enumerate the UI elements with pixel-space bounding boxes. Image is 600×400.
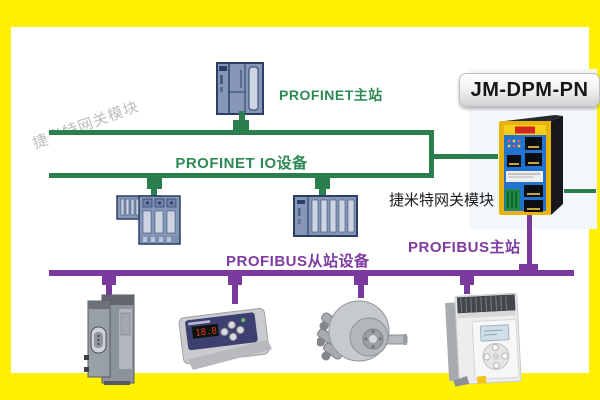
svg-text:18.8: 18.8 <box>195 326 218 339</box>
profinet-master-plc-image <box>216 62 264 115</box>
profibus-drop-1 <box>106 282 112 296</box>
profibus-slave-interface-module-image <box>84 294 135 385</box>
label-profinet-master: PROFINET主站 <box>279 87 383 103</box>
profinet-io-device-1-image <box>116 195 181 245</box>
weighing-indicator-image: 18.8 <box>178 308 272 371</box>
profinet-drop-1 <box>151 185 157 197</box>
profibus-drop-3-foot <box>354 276 368 285</box>
gateway-model-badge: JM-DPM-PN <box>459 73 600 107</box>
profinet-io-box <box>49 130 434 178</box>
label-profibus-master: PROFIBUS主站 <box>408 239 521 256</box>
profibus-drop-2 <box>232 282 238 304</box>
gateway-caption: 捷米特网关模块 <box>389 192 495 209</box>
rotary-encoder-image <box>317 300 408 362</box>
profinet-drop-2 <box>319 185 326 197</box>
profinet-drop-master <box>239 111 245 123</box>
gateway-module-image <box>499 115 563 215</box>
diagram-canvas: 捷米特网关模块 PROFINET主站 PROFINET IO设备 <box>11 27 600 387</box>
profinet-link-to-gateway <box>434 154 498 159</box>
profinet-drop-1-foot <box>147 178 162 189</box>
profibus-drop-gateway <box>527 215 532 267</box>
frequency-drive-image <box>445 292 522 387</box>
profibus-drop-4 <box>464 282 470 294</box>
profibus-bus-line <box>49 270 574 276</box>
profibus-drop-4-foot <box>460 276 474 285</box>
label-profibus-slave-devices: PROFIBUS从站设备 <box>226 253 370 270</box>
label-profinet-io-devices: PROFINET IO设备 <box>175 155 308 172</box>
profibus-drop-3 <box>358 282 364 298</box>
profinet-drop-2-foot <box>315 178 330 189</box>
profibus-drop-2-foot <box>228 276 242 285</box>
profinet-drop-master-foot <box>233 120 249 130</box>
profinet-io-device-2-image <box>293 195 358 237</box>
profinet-stub-right <box>564 189 596 193</box>
profibus-drop-1-foot <box>102 276 116 285</box>
